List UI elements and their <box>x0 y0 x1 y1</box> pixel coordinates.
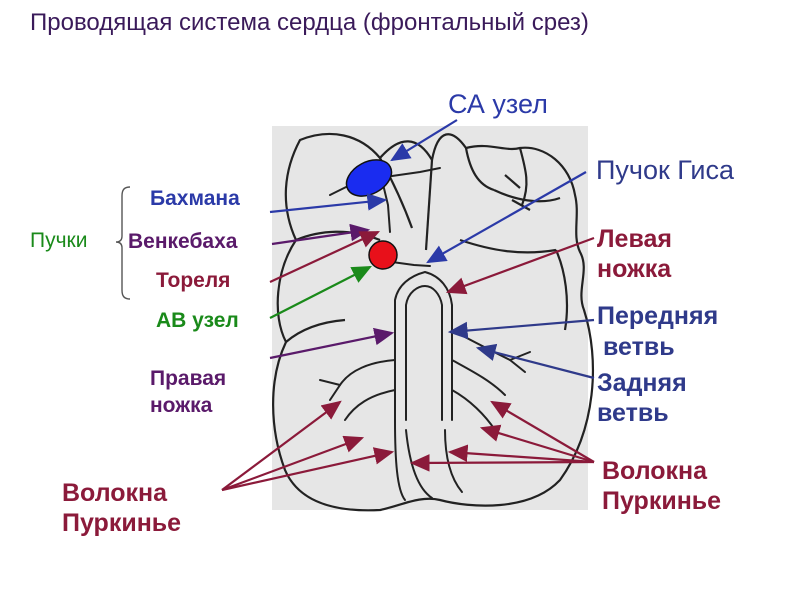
his-bundle-pointer <box>426 171 587 264</box>
page-title: Проводящая система сердца (фронтальный с… <box>30 9 589 36</box>
anterior-branch-label-line2: ветвь <box>603 333 675 361</box>
posterior-branch-pointer <box>475 343 595 380</box>
his-bundle-label: Пучок Гиса <box>596 155 735 185</box>
left-bundle-pointer <box>445 236 595 295</box>
anterior-branch-pointer <box>447 318 595 340</box>
purkinje-left-label-line1: Волокна <box>62 479 168 507</box>
thorel-label: Тореля <box>156 269 231 292</box>
av-node-label: АВ узел <box>156 309 239 332</box>
purkinje-left-pointers <box>221 400 395 492</box>
sa-node <box>345 159 393 197</box>
av-node-pointer <box>269 266 372 319</box>
bundles-group-label: Пучки <box>30 229 88 252</box>
wenckebach-label: Венкебаха <box>128 230 238 253</box>
wenckebach-pointer <box>271 223 371 246</box>
posterior-branch-label-line2: ветвь <box>597 399 669 427</box>
bachmann-label: Бахмана <box>150 187 240 210</box>
purkinje-right-pointers <box>409 400 595 472</box>
sa-node-label: СА узел <box>448 89 548 119</box>
av-node <box>368 240 398 270</box>
sa-node-pointer <box>390 119 458 162</box>
right-bundle-label-line2: ножка <box>150 394 213 417</box>
bachmann-pointer <box>269 193 388 214</box>
posterior-branch-label-line1: Задняя <box>597 369 687 397</box>
bundles-bracket <box>115 186 131 300</box>
purkinje-left-label-line2: Пуркинье <box>62 509 182 537</box>
purkinje-right-label-line2: Пуркинье <box>602 487 722 515</box>
right-bundle-label-line1: Правая <box>150 367 227 390</box>
anterior-branch-label-line1: Передняя <box>597 302 719 330</box>
thorel-pointer <box>269 231 380 283</box>
left-bundle-label-line1: Левая <box>597 225 672 253</box>
purkinje-right-label-line1: Волокна <box>602 457 708 485</box>
right-bundle-pointer <box>269 327 395 360</box>
left-bundle-label-line2: ножка <box>597 255 672 283</box>
